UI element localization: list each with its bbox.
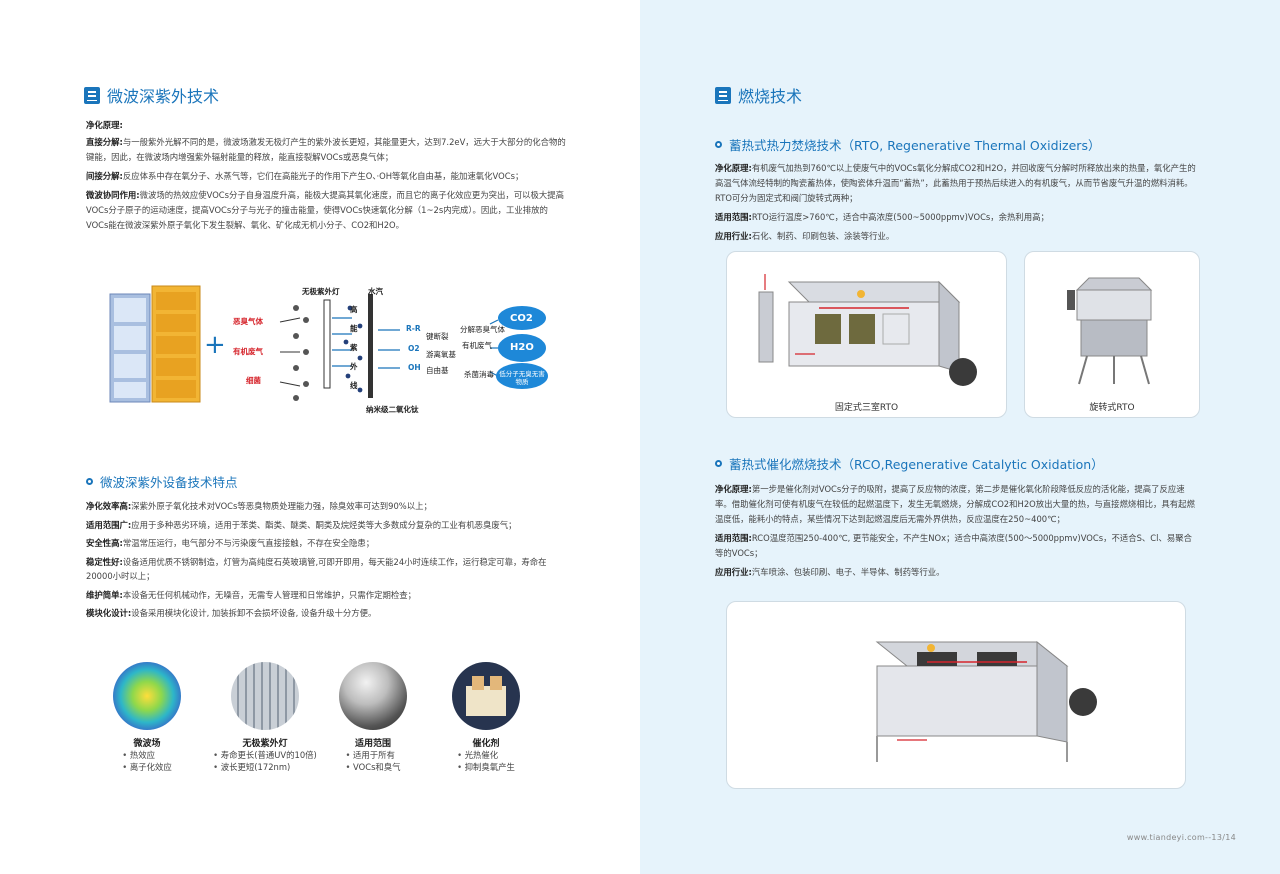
uv-char: 高 [350,305,358,314]
feature-item: 适用范围广:应用于多种恶劣环境，适用于苯类、酯类、醚类、酮类及烷烃类等大多数成分… [86,519,517,530]
uv-lamp-icon [231,662,299,730]
section-title-features: 微波深紫外设备技术特点 [86,472,238,491]
rco-item: 应用行业:汽车喷涂、包装印刷、电子、半导体、制药等行业。 [715,567,945,577]
rco-item: 适用范围:RCO温度范围250-400℃, 更节能安全，不产生NOx；适合中高浓… [715,533,1192,558]
rco-image [875,640,1097,762]
uv-char: 紫 [350,343,358,352]
principle-item: 间接分解:反应体系中存在氧分子、水蒸气等，它们在高能光子的作用下产生O、·OH等… [86,171,524,181]
feature-item: 安全性高:常温常压运行，电气部分不与污染废气直接接触，不存在安全隐患； [86,538,375,548]
plus-sign: + [204,330,226,360]
rto-rotary-caption: 旋转式RTO [1089,403,1135,413]
features-block: 净化效率高:深紫外原子氧化技术对VOCs等恶臭物质处理能力强，除臭效率可达到90… [86,499,572,625]
rto-fixed-card: 固定式三室RTO [726,251,1007,418]
section-title-combustion: 燃烧技术 [715,83,802,107]
feature-icon-lamp: 无极紫外灯 寿命更长(普通UV的10倍)波长更短(172nm) [210,662,320,774]
principle-block: 净化原理: 直接分解:与一般紫外光解不同的是，微波场激发无极灯产生的紫外波长更短… [86,118,566,237]
bullet-ring-icon [715,460,722,467]
uv-char: 线 [350,381,358,390]
radical-label: OH [408,363,421,372]
vapor-label: 水汽 [368,287,383,296]
catalyst-label: 纳米级二氧化钛 [366,405,419,414]
output-co2: CO2 [510,313,533,324]
page-footer: www.tiandeyi.com--13/14 [1126,833,1236,842]
uv-equipment-image [109,285,201,403]
feature-icon-catalyst: 催化剂 光热催化抑制臭氧产生 [436,662,536,774]
input-label: 有机废气 [233,347,263,356]
lamp-label: 无极紫外灯 [302,287,340,296]
rto-fixed-caption: 固定式三室RTO [834,403,899,413]
radical-name: 自由基 [426,366,449,375]
microwave-uv-diagram: + 恶臭气体 有机废气 细菌 [100,280,560,420]
smokestack-icon [339,662,407,730]
rto-title: 蓄热式热力焚烧技术（RTO, Regenerative Thermal Oxid… [715,135,1100,154]
feature-item: 稳定性好:设备适用优质不锈钢制造，灯管为高纯度石英玻璃管,可即开即用，每天能24… [86,556,547,582]
document-icon [715,86,731,104]
microwave-field-icon [113,662,181,730]
radical-name: 键断裂 [426,332,449,341]
feature-item: 维护简单:本设备无任何机械动作，无噪音，无需专人管理和日常维护，只需作定期检查； [86,589,416,600]
feature-icon-range: 适用范围 适用于所有VOCs和臭气 [323,662,423,774]
process-label: 有机废气 [462,341,492,350]
rto-item: 适用范围:RTO运行温度>760℃，适合中高浓度(500~5000ppmv)VO… [715,212,1049,222]
section-title-microwave: 微波深紫外技术 [84,83,219,107]
rto-rotary-image [1067,277,1153,385]
output-low-molecule: 低分子无臭无害物质 [499,370,545,386]
radical-label: O2 [408,344,420,353]
radical-name: 游离氧基 [426,350,456,359]
reaction-flow-svg [279,294,548,401]
document-icon [84,86,100,104]
uv-char: 能 [350,324,358,333]
rto-fixed-image [758,274,977,386]
feature-icon-microwave: 微波场 热效应离子化效应 [97,662,197,774]
rco-card [726,601,1186,789]
right-page: 燃烧技术 蓄热式热力焚烧技术（RTO, Regenerative Thermal… [640,0,1280,874]
rco-item: 净化原理:第一步是催化剂对VOCs分子的吸附，提高了反应物的浓度，第二步是催化氧… [715,484,1195,524]
input-label: 恶臭气体 [233,317,263,326]
rto-item: 应用行业:石化、制药、印刷包装、涂装等行业。 [715,231,895,241]
catalyst-icon [452,662,520,730]
bullet-ring-icon [86,478,93,485]
principle-heading: 净化原理: [86,120,123,130]
principle-item: 微波协同作用:微波场的热效应使VOCs分子自身温度升高，能极大提高其氧化速度，而… [86,190,564,230]
output-h2o: H2O [510,342,534,353]
input-label: 细菌 [246,376,261,385]
left-page: 微波深紫外技术 净化原理: 直接分解:与一般紫外光解不同的是，微波场激发无极灯产… [0,0,640,874]
principle-item: 直接分解:与一般紫外光解不同的是，微波场激发无极灯产生的紫外波长更短，其能量更大… [86,137,566,162]
bullet-ring-icon [715,141,722,148]
rco-block: 净化原理:第一步是催化剂对VOCs分子的吸附，提高了反应物的浓度，第二步是催化氧… [715,482,1198,584]
rto-item: 净化原理:有机废气加热到760℃以上使废气中的VOCs氧化分解成CO2和H2O，… [715,163,1196,203]
feature-item: 模块化设计:设备采用模块化设计, 加装拆卸不会损坏设备, 设备升级十分方便。 [86,608,377,618]
radical-label: R-R [406,324,421,333]
rto-rotary-card: 旋转式RTO [1024,251,1200,418]
process-label: 杀菌消毒 [464,370,494,379]
feature-item: 净化效率高:深紫外原子氧化技术对VOCs等恶臭物质处理能力强，除臭效率可达到90… [86,501,432,511]
uv-char: 外 [350,362,358,371]
process-label: 分解恶臭气体 [460,325,505,334]
rto-block: 净化原理:有机废气加热到760℃以上使废气中的VOCs氧化分解成CO2和H2O，… [715,161,1198,248]
rco-title: 蓄热式催化燃烧技术（RCO,Regenerative Catalytic Oxi… [715,454,1104,473]
